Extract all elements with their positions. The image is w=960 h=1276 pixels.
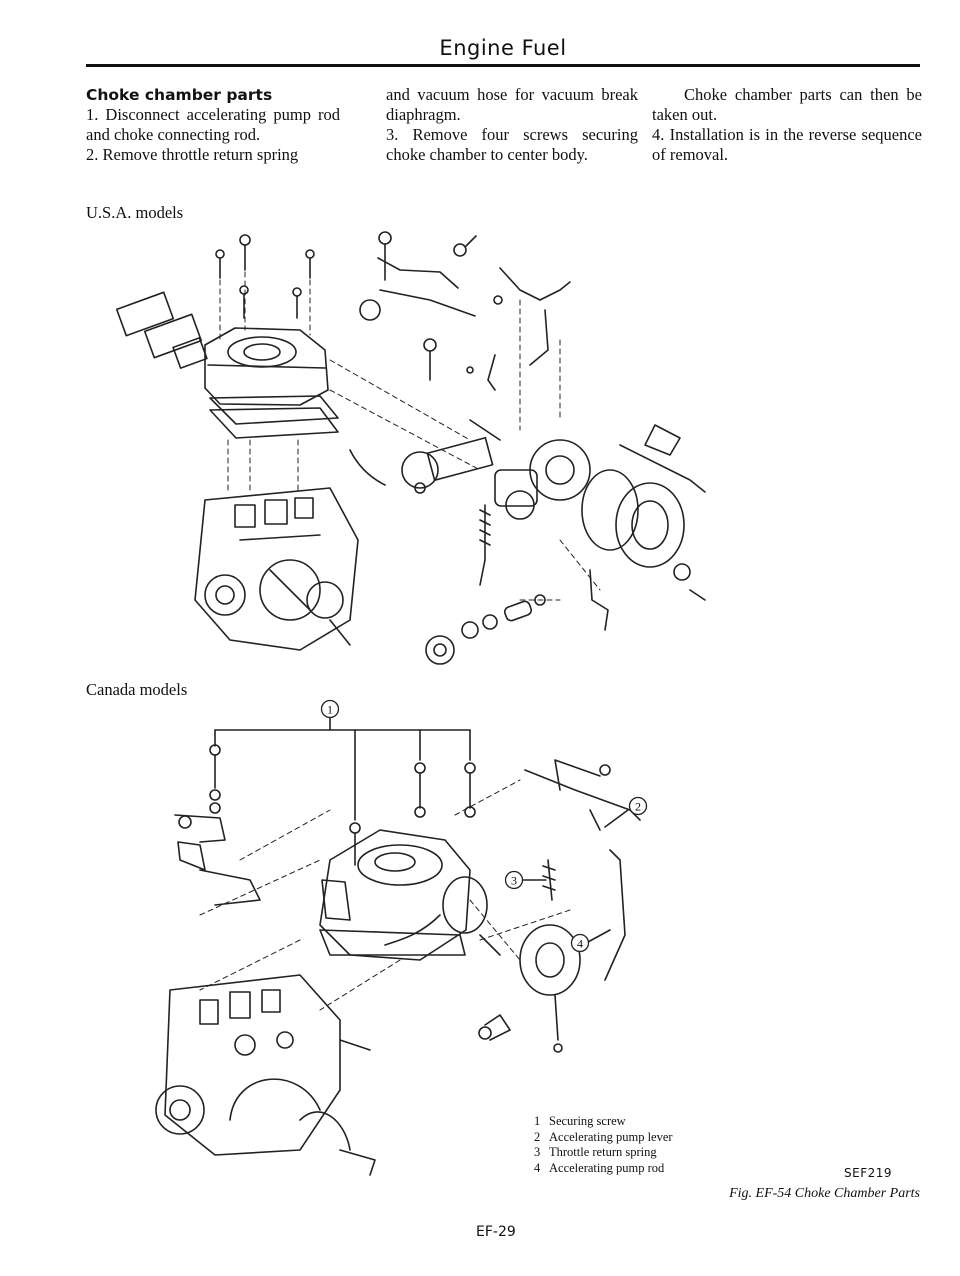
callout-2-number: 2 [635,800,641,814]
text-column-3: Choke chamber parts can then be taken ou… [652,85,922,165]
usa-vacuum-break [349,419,501,494]
callout-3: 3 [504,870,524,890]
step-2-continued-text: and vacuum hose for vacuum break diaphra… [386,85,638,124]
canada-choke-cover [519,924,581,1053]
usa-choke-chamber [204,327,329,406]
canada-guide-lines [199,779,571,1011]
legend-number: 2 [534,1129,541,1144]
legend-number: 3 [534,1145,541,1160]
page-number: EF-29 [476,1224,516,1240]
callout-2: 2 [628,796,648,816]
page-header: Engine Fuel [439,36,567,60]
result-text: Choke chamber parts can then be taken ou… [652,85,922,124]
legend-item: 2 Accelerating pump lever [534,1130,673,1146]
usa-guide-lines [219,271,601,601]
canada-models-label: Canada models [86,680,188,699]
text-column-1: Choke chamber parts 1. Disconnect accele… [86,85,340,165]
legend-item: 4 Accelerating pump rod [534,1161,673,1177]
legend-label: Securing screw [549,1114,626,1128]
canada-carburetor-drawing [155,717,641,1176]
callout-1: 1 [320,699,340,719]
callout-4: 4 [570,933,590,953]
section-title: Choke chamber parts [86,86,273,104]
legend-number: 4 [534,1160,541,1175]
usa-top-screws [215,234,315,319]
parts-legend: 1 Securing screw 2 Accelerating pump lev… [534,1114,673,1176]
canada-carburetor-body [155,974,376,1176]
figure-caption: Fig. EF-54 Choke Chamber Parts [729,1186,920,1201]
step-1-text: 1. Disconnect accelerating pump rod and … [86,105,340,144]
text-column-2: and vacuum hose for vacuum break diaphra… [386,85,638,165]
legend-label: Throttle return spring [549,1145,657,1160]
legend-number: 1 [534,1114,541,1128]
step-3-text: 3. Remove four screws securing choke cha… [386,125,638,164]
legend-item: 3 Throttle return spring [534,1145,673,1161]
legend-label: Accelerating pump rod [549,1160,665,1175]
step-4-text: 4. Installation is in the reverse sequen… [652,125,922,164]
figure-code: SEF219 [844,1166,893,1180]
usa-carburetor-body [194,487,359,651]
callout-4-number: 4 [577,937,583,951]
header-rule [86,64,920,67]
callout-3-number: 3 [511,874,517,888]
callout-1-number: 1 [327,703,333,717]
usa-carburetor-drawing [115,231,706,665]
step-2-text: 2. Remove throttle return spring [86,145,299,164]
usa-choke-housing [494,424,706,601]
legend-item: 1 Securing screw [534,1114,673,1130]
canada-choke-chamber [319,829,471,961]
usa-models-label: U.S.A. models [86,203,184,222]
legend-label: Accelerating pump lever [549,1129,673,1144]
